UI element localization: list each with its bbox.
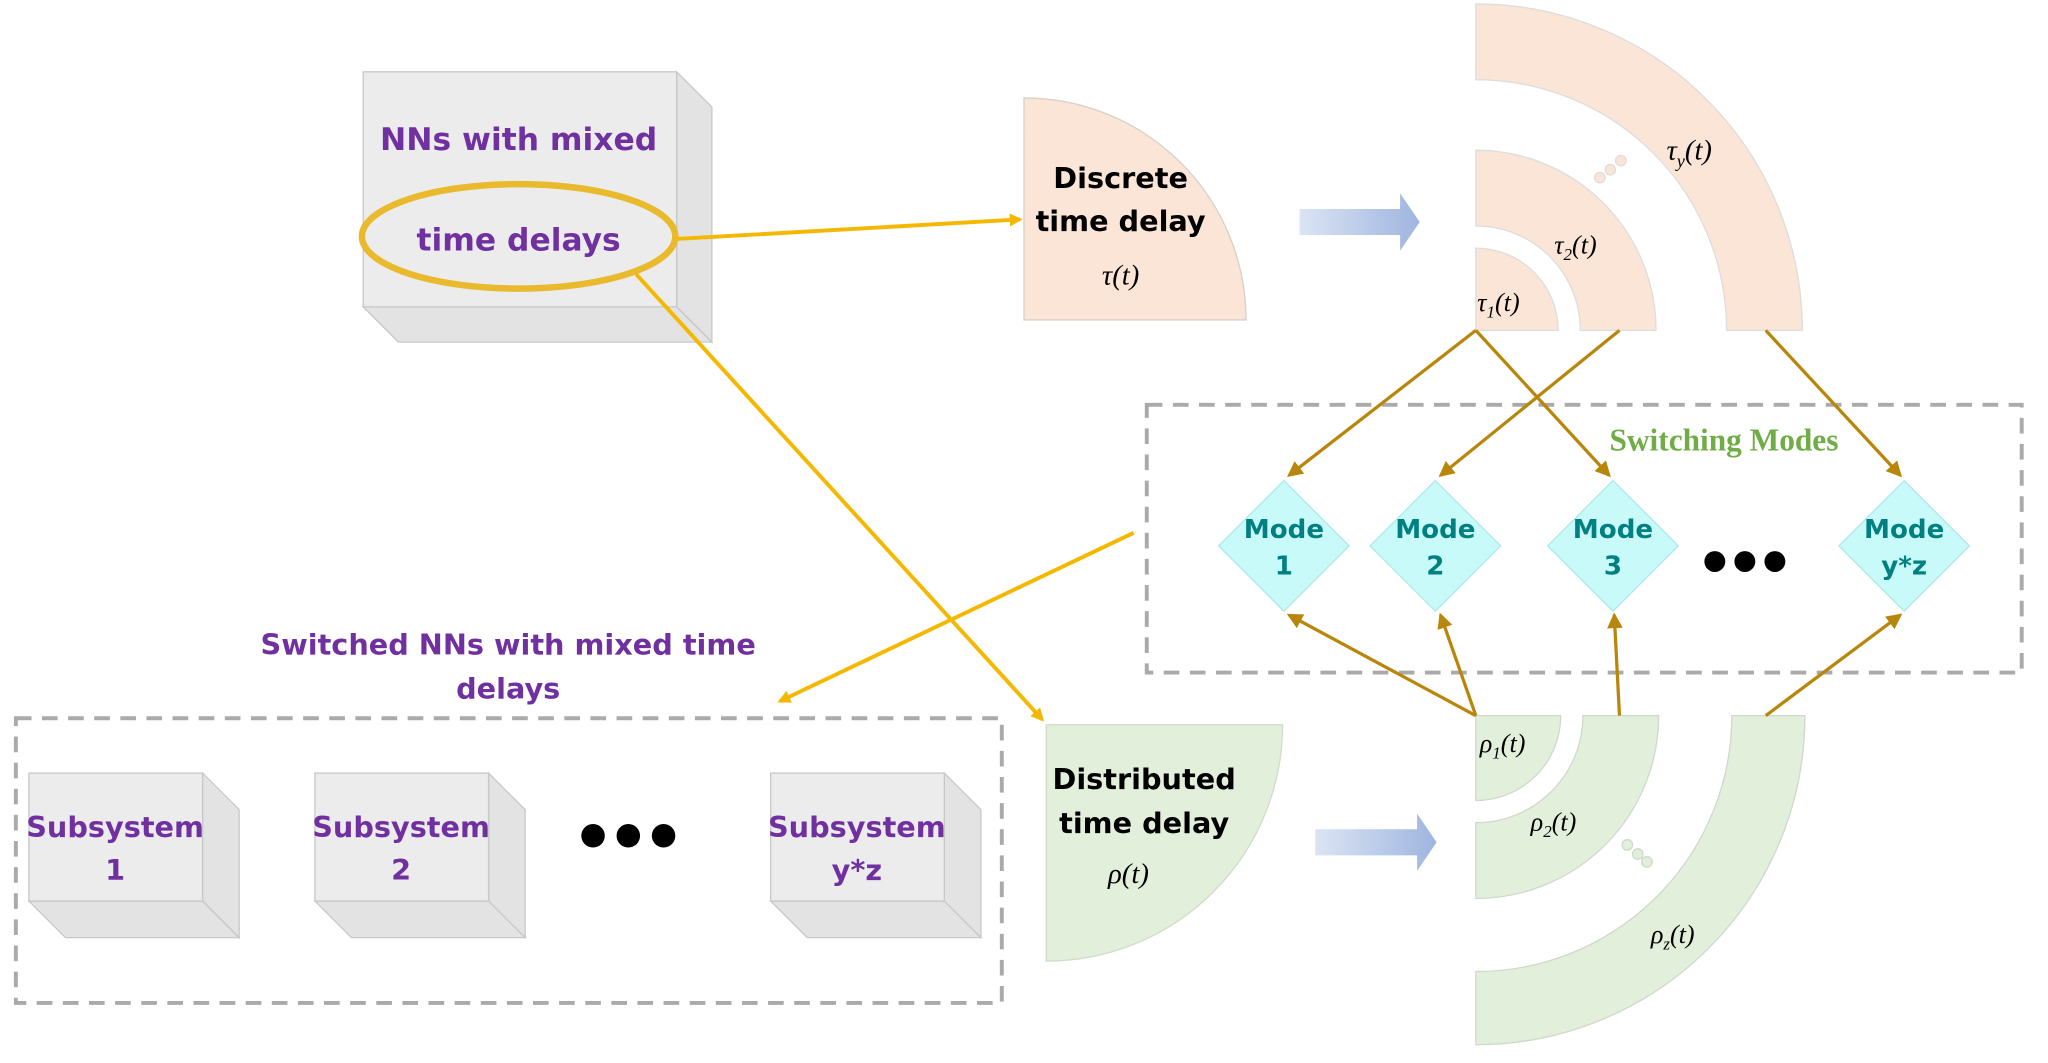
ellipsis-dots-icon [581, 824, 676, 848]
discrete-delay-shape: Discrete time delay τ(t) [1023, 97, 1247, 321]
mode-1: Mode 1 [1217, 479, 1351, 613]
svg-text:Subsystem: Subsystem [312, 810, 490, 844]
mode-2: Mode 2 [1369, 479, 1502, 613]
mode-yz: Mode y*z [1837, 479, 1971, 613]
time-delays-label: time delays [417, 223, 621, 259]
rho2-label: ρ2(t) [1530, 808, 1577, 842]
rho-symbol: ρ(t) [1107, 858, 1149, 890]
distributed-delay-shape: Distributed time delay ρ(t) [1045, 724, 1284, 962]
rho-arcs [1475, 714, 1806, 1046]
switched-title-2: delays [456, 672, 560, 706]
subsystem-yz: Subsystem y*z [768, 771, 983, 940]
distributed-label-2: time delay [1059, 806, 1229, 840]
svg-text:Mode: Mode [1573, 515, 1653, 545]
rho1-label: ρ1(t) [1479, 729, 1526, 763]
right-arrow-icon [1315, 813, 1437, 872]
svg-text:1: 1 [1275, 552, 1293, 582]
arrow-to-switched [777, 531, 1135, 704]
cube-title: NNs with mixed [380, 122, 657, 158]
rhoz-label: ρz(t) [1650, 920, 1695, 954]
svg-text:2: 2 [391, 853, 411, 887]
subsystem-2: Subsystem 2 [312, 771, 527, 940]
subsystem-1: Subsystem 1 [26, 771, 241, 940]
tau-arcs [1475, 3, 1803, 332]
discrete-label-2: time delay [1036, 204, 1206, 238]
svg-text:Mode: Mode [1395, 515, 1475, 545]
distributed-label-1: Distributed [1053, 762, 1236, 796]
svg-text:Subsystem: Subsystem [768, 810, 946, 844]
ellipsis-dots-icon [1704, 551, 1786, 572]
nns-cube: NNs with mixed time delays [358, 70, 714, 344]
svg-text:1: 1 [105, 853, 125, 887]
tau2-label: τ2(t) [1554, 230, 1597, 264]
svg-text:Subsystem: Subsystem [26, 810, 204, 844]
switched-title-1: Switched NNs with mixed time [261, 627, 756, 661]
svg-text:y*z: y*z [832, 853, 882, 887]
arrow-to-distributed [634, 272, 1045, 722]
right-arrow-icon [1299, 193, 1420, 251]
svg-text:Mode: Mode [1244, 515, 1324, 545]
svg-text:3: 3 [1604, 552, 1622, 582]
highlight-ellipse [358, 180, 679, 292]
switched-box [13, 716, 1004, 1005]
discrete-label-1: Discrete [1053, 161, 1188, 195]
arrow-to-discrete [676, 213, 1023, 241]
mode-3: Mode 3 [1546, 479, 1680, 613]
switching-modes-title: Switching Modes [1610, 423, 1839, 458]
switching-modes-box [1144, 402, 2024, 675]
tau-symbol: τ(t) [1102, 260, 1139, 292]
svg-text:y*z: y*z [1881, 552, 1927, 582]
tauy-label: τy(t) [1667, 134, 1713, 171]
tau1-label: τ1(t) [1477, 288, 1520, 322]
svg-text:2: 2 [1426, 552, 1444, 582]
svg-text:Mode: Mode [1864, 515, 1944, 545]
mode-connectors [1286, 329, 1903, 718]
